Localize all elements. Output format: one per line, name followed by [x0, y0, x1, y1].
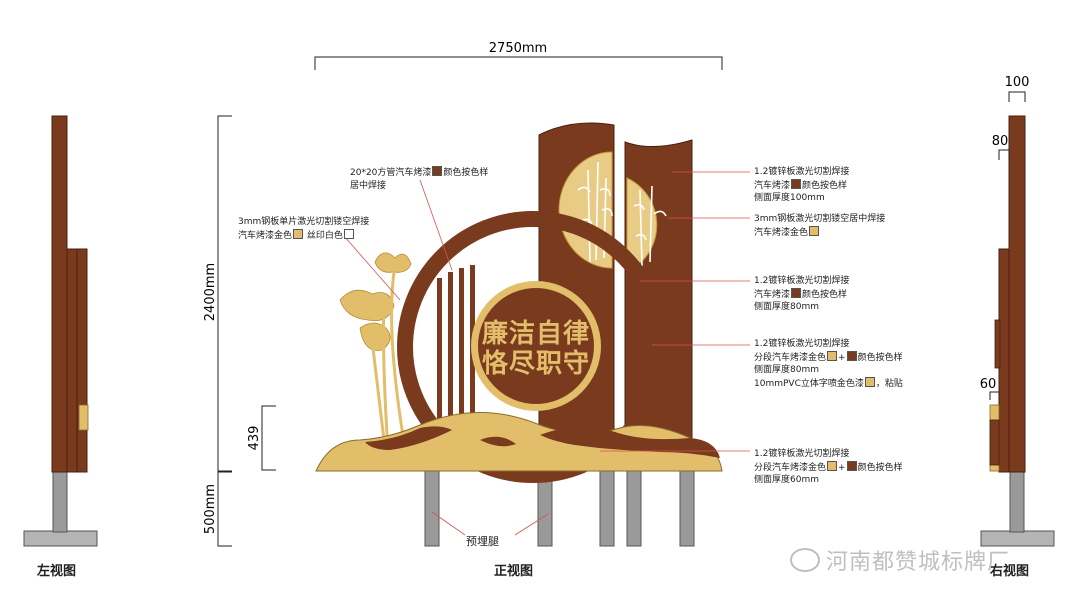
brown-swatch-icon — [791, 287, 802, 298]
dim-80-line — [998, 149, 1010, 160]
arc-stripes — [437, 265, 475, 430]
note-posts: 预埋腿 — [466, 535, 499, 548]
wechat-icon — [790, 548, 820, 572]
note-lotus: 3mm钢板单片激光切割镂空焊接 汽车烤漆金色 丝印白色 — [238, 217, 370, 241]
gold-swatch-icon — [864, 376, 875, 387]
note-base-panel: 1.2镀锌板激光切割焊接 分段汽车烤漆金色+颜色按色样 侧面厚度60mm — [754, 449, 903, 485]
dim-foot-text: 439 — [247, 426, 262, 451]
dim-80-text: 80 — [992, 134, 1009, 149]
left-view-title: 左视图 — [37, 564, 77, 579]
right-view — [980, 91, 1055, 547]
base-wave-swirl — [480, 436, 516, 447]
right-view-main-panel — [1008, 115, 1026, 473]
note-ring: 1.2镀锌板激光切割焊接 分段汽车烤漆金色+颜色按色样 侧面厚度80mm 10m… — [754, 339, 903, 389]
white-swatch-icon — [343, 228, 354, 239]
dim-60-line — [989, 391, 1000, 400]
front-view-title: 正视图 — [494, 564, 534, 579]
right-view-title: 右视图 — [990, 564, 1030, 579]
post-3 — [599, 469, 615, 547]
inner-disc — [478, 288, 594, 404]
dim-width-text: 2750mm — [489, 41, 547, 56]
gold-swatch-icon — [827, 460, 838, 471]
gold-swatch-icon — [293, 228, 304, 239]
dim-base-line — [217, 471, 232, 547]
left-view-post — [52, 471, 68, 533]
dim-width-line — [314, 56, 723, 70]
watermark: 河南都赞城标牌厂 — [790, 544, 1010, 576]
outer-ring — [397, 211, 669, 483]
note-middle-panel: 1.2镀锌板激光切割焊接 汽车烤漆颜色按色样 侧面厚度80mm — [754, 276, 850, 312]
left-view-ring-panel-2 — [76, 248, 88, 473]
base-wave-brown-left — [365, 426, 452, 450]
sign-text-line2: 恪尽职守 — [482, 348, 590, 379]
left-view-gold-strip — [78, 404, 89, 431]
note-square-tube: 20*20方管汽车烤漆颜色按色样 居中焊接 — [350, 166, 489, 191]
dim-100-text: 100 — [1005, 75, 1030, 90]
gold-swatch-icon — [827, 350, 838, 361]
brown-swatch-icon — [846, 350, 857, 361]
post-5 — [679, 469, 695, 547]
left-view-main-panel — [51, 115, 68, 473]
lotus-icon — [339, 252, 412, 451]
gold-swatch-icon — [809, 225, 820, 236]
dim-60-text: 60 — [980, 377, 997, 392]
dim-height-line — [217, 115, 232, 472]
right-view-post — [1009, 471, 1025, 533]
brown-swatch-icon — [432, 166, 443, 176]
right-view-small-panel — [994, 319, 1001, 369]
base-wave — [315, 412, 723, 472]
dim-base-text: 500mm — [203, 484, 218, 534]
brown-swatch-icon — [846, 460, 857, 471]
left-view-ring-panel — [66, 248, 78, 473]
post-4 — [626, 469, 642, 547]
note-bamboo: 3mm钢板激光切割镂空居中焊接 汽车烤漆金色 — [754, 214, 886, 238]
sign-text-line1: 廉洁自律 — [482, 318, 590, 349]
right-view-brown-strip — [989, 419, 1000, 466]
right-view-ring-panel — [998, 248, 1010, 473]
leader-lines — [343, 171, 750, 536]
left-view — [23, 115, 98, 547]
post-1 — [424, 469, 440, 547]
note-top-panel: 1.2镀锌板激光切割焊接 汽车烤漆颜色按色样 侧面厚度100mm — [754, 167, 850, 203]
front-view: 廉洁自律 恪尽职守 — [217, 56, 750, 547]
base-wave-brown — [540, 426, 720, 458]
dim-100-line — [1008, 91, 1026, 102]
dim-height-text: 2400mm — [203, 263, 218, 321]
brown-swatch-icon — [791, 178, 802, 189]
dim-foot-line — [261, 405, 276, 471]
left-view-base — [23, 530, 98, 547]
